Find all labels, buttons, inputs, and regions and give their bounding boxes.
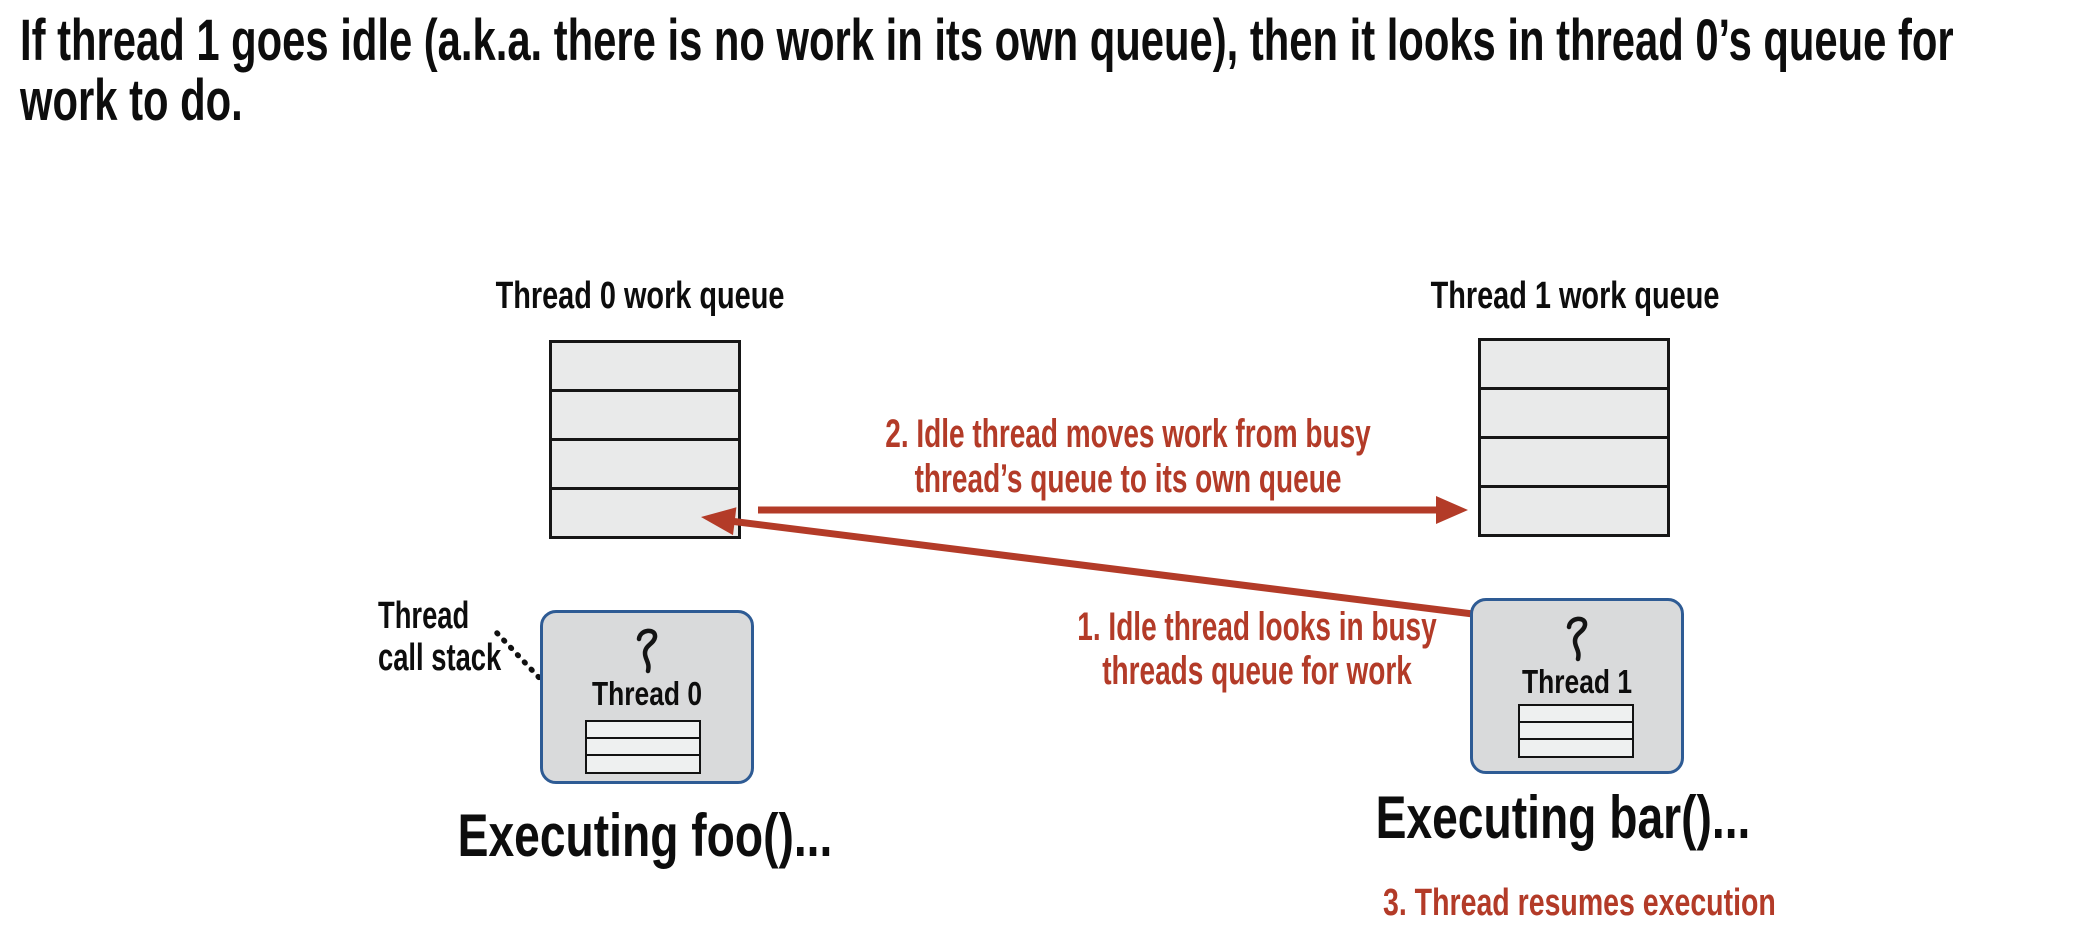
queue-cell [1478, 436, 1670, 488]
thread0-box: Thread 0 [540, 610, 754, 784]
thread-squiggle-icon [1566, 616, 1588, 662]
queue-cell [1478, 338, 1670, 390]
thread0-name: Thread 0 [591, 675, 703, 712]
step2-annotation-line2: thread’s queue to its own queue [914, 457, 1342, 501]
callstack-label-line1: Thread [378, 595, 470, 637]
thread0-queue-label: Thread 0 work queue [495, 275, 785, 317]
stack-row [585, 754, 701, 774]
red-arrow-diagonal-icon [701, 507, 1498, 621]
step2-annotation-line1: 2. Idle thread moves work from busy [885, 412, 1371, 456]
thread1-call-stack [1518, 704, 1634, 758]
thread1-name: Thread 1 [1521, 663, 1633, 700]
step3-annotation: 3. Thread resumes execution [1383, 882, 1776, 924]
thread1-box: Thread 1 [1470, 598, 1684, 774]
step1-annotation-line1: 1. Idle thread looks in busy [1077, 605, 1437, 649]
queue-cell [549, 438, 741, 490]
thread1-status: Executing bar()... [1375, 784, 1751, 851]
slide-title-line1: If thread 1 goes idle (a.k.a. there is n… [20, 8, 1954, 73]
thread0-work-queue [549, 340, 741, 539]
thread-squiggle-icon [636, 628, 658, 674]
queue-cell [1478, 387, 1670, 439]
thread1-queue-label: Thread 1 work queue [1430, 275, 1720, 317]
step1-annotation-line2: threads queue for work [1102, 649, 1412, 693]
stack-row [1518, 738, 1634, 758]
queue-cell [549, 340, 741, 392]
queue-cell [1478, 485, 1670, 537]
slide-title-line2: work to do. [20, 68, 243, 133]
queue-cell [549, 389, 741, 441]
callstack-label-line2: call stack [378, 637, 502, 679]
queue-cell [549, 487, 741, 539]
thread0-call-stack [585, 720, 701, 774]
thread0-status: Executing foo()... [457, 802, 833, 869]
thread1-work-queue [1478, 338, 1670, 537]
